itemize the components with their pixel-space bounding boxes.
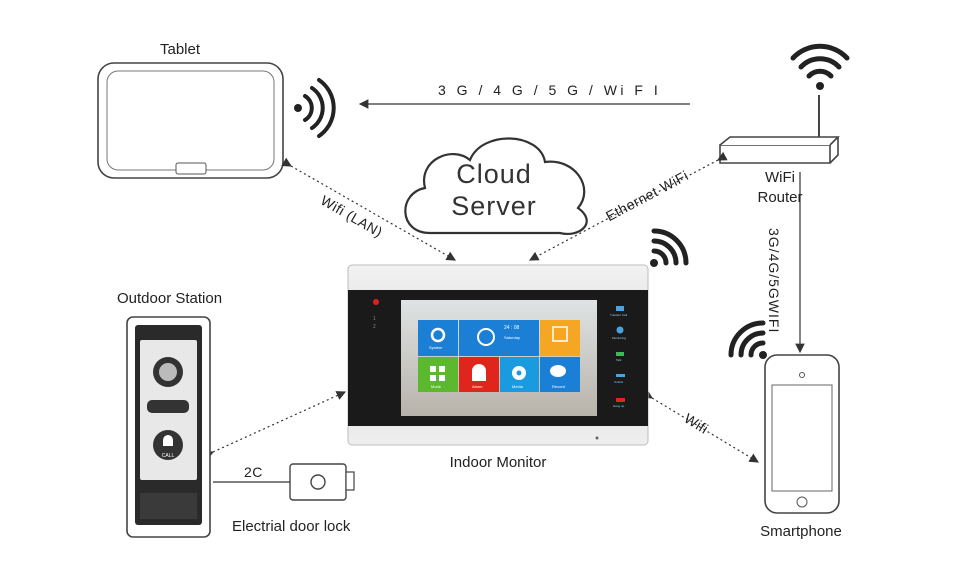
router-wifi-icon bbox=[790, 43, 850, 90]
tablet-label: Tablet bbox=[159, 41, 201, 58]
monitor-wifi-icon bbox=[650, 228, 689, 267]
gear-icon bbox=[430, 327, 446, 343]
svg-text:CALL: CALL bbox=[162, 453, 175, 459]
smartphone-label: Smartphone bbox=[760, 523, 842, 540]
router-phone-link-label: 3G/4G/5GWIFI bbox=[766, 228, 782, 334]
cloud-server-label: Cloud Server bbox=[451, 159, 537, 221]
outdoor-station-device: CALL bbox=[126, 316, 211, 538]
side-label-unlock: Unlock bbox=[614, 380, 624, 384]
tile-label-alarm: Alarm bbox=[472, 384, 483, 389]
door-lock-device bbox=[289, 463, 355, 501]
system-tile bbox=[418, 320, 458, 356]
tile-label-mode: Mode bbox=[431, 384, 442, 389]
side-buttons bbox=[616, 306, 625, 402]
smartphone-device bbox=[764, 354, 840, 514]
screen-day: Saturday bbox=[504, 335, 521, 340]
envelope-icon bbox=[552, 326, 568, 342]
side-label-transfer: Transfer Call bbox=[610, 313, 628, 317]
speaker-grille bbox=[140, 493, 197, 519]
tile-label-system: System bbox=[429, 345, 443, 350]
router-label: WiFi Router bbox=[757, 169, 803, 206]
tile-label-record: Record bbox=[552, 384, 565, 389]
lock-wire-label: 2C bbox=[244, 464, 263, 480]
door-lock-label: Electrial door lock bbox=[232, 518, 351, 535]
wifi-signal-icon bbox=[294, 78, 336, 138]
grid-icon bbox=[430, 366, 445, 381]
tablet-device bbox=[97, 62, 284, 179]
bell-icon bbox=[163, 435, 173, 446]
phone-wifi-icon bbox=[728, 320, 767, 359]
side-label-talk: Talk bbox=[616, 358, 622, 362]
messages-tile bbox=[540, 320, 580, 356]
side-label-monitoring: Monitoring bbox=[612, 336, 627, 340]
outdoor-station-label: Outdoor Station bbox=[117, 290, 223, 307]
mode-tile bbox=[418, 357, 458, 392]
indoor-monitor-label: Indoor Monitor bbox=[449, 454, 547, 471]
svg-text:1: 1 bbox=[373, 316, 376, 322]
tile-label-media: Media bbox=[512, 384, 523, 389]
clock-tile bbox=[459, 320, 539, 356]
clock-icon bbox=[477, 328, 495, 346]
side-label-hangup: Hang up bbox=[613, 404, 625, 408]
wifi-router-device bbox=[719, 95, 840, 164]
connection-lines bbox=[203, 99, 805, 483]
indoor-monitor-device: 1 2 bbox=[347, 264, 649, 446]
siren-icon bbox=[472, 364, 486, 381]
svg-text:2: 2 bbox=[373, 324, 376, 330]
chat-icon bbox=[550, 365, 566, 377]
screen-clock: 24 : 08 bbox=[504, 325, 520, 331]
router-tablet-link-label: 3 G / 4 G / 5 G / Wi F I bbox=[438, 82, 662, 98]
